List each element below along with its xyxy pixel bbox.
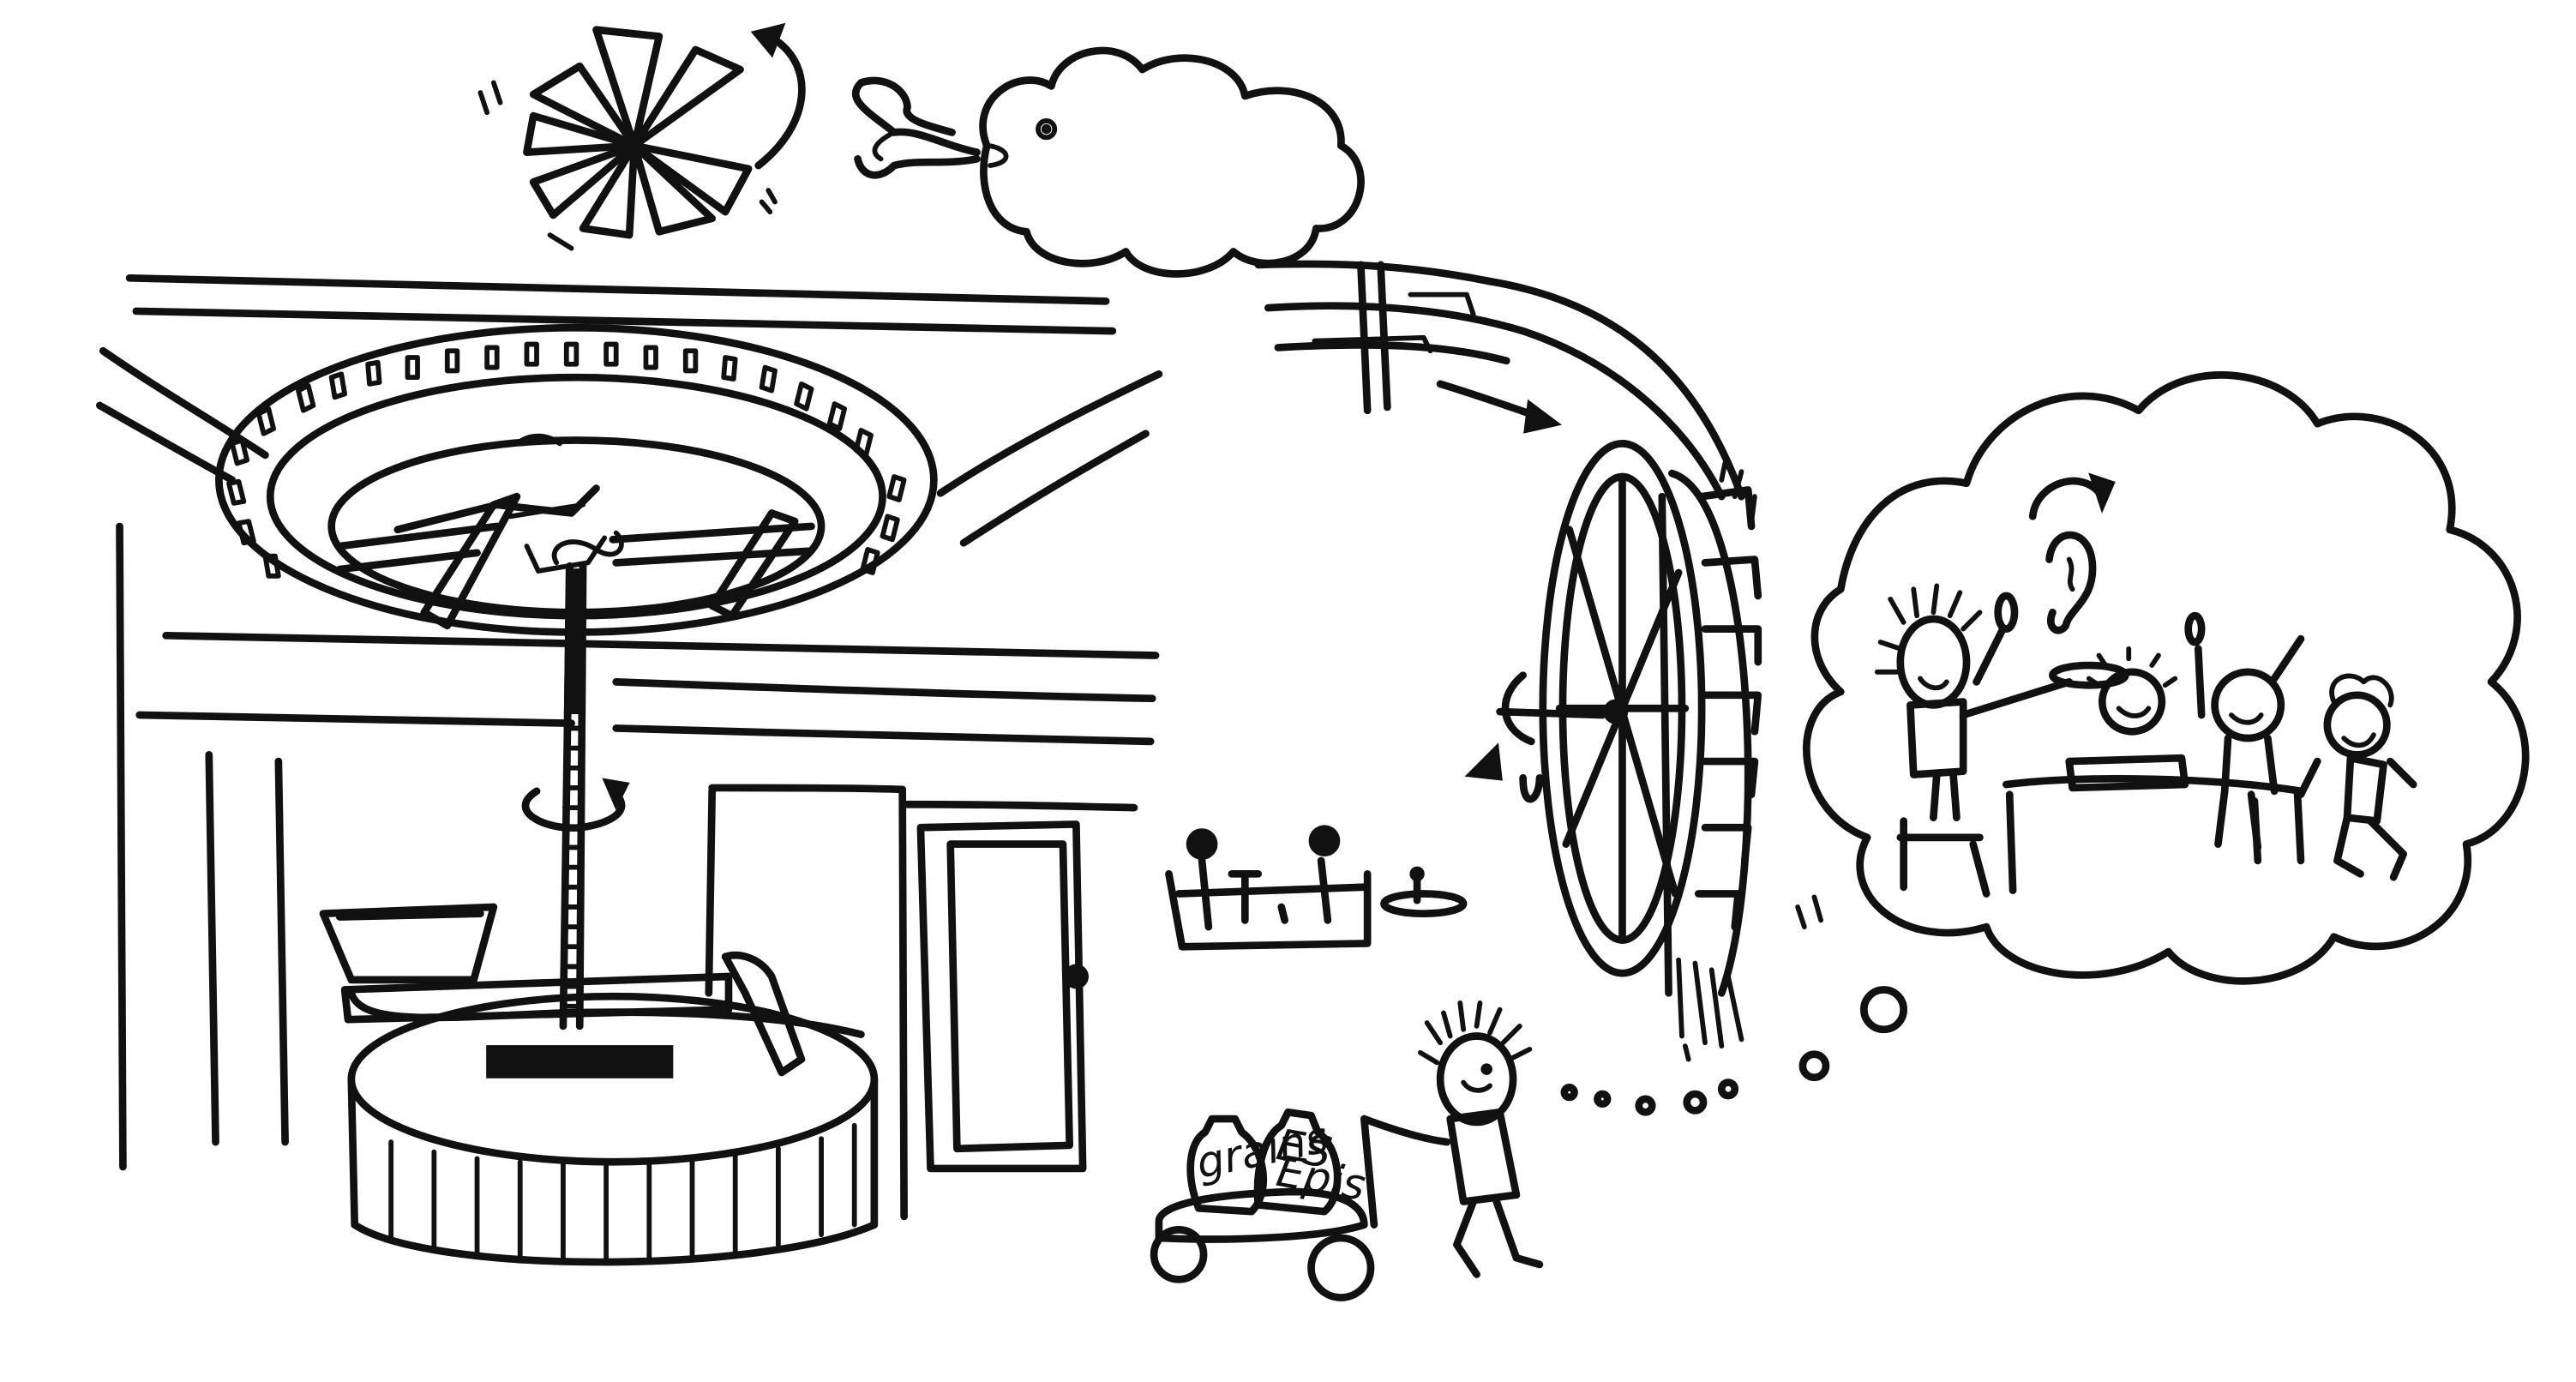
tool-tray	[1165, 825, 1468, 951]
ear-icon	[2028, 472, 2116, 634]
millstone-shaft	[551, 530, 624, 1030]
wheel-rotation-arrow-icon	[1464, 742, 1544, 803]
windmill-sails-icon	[477, 26, 778, 251]
shaft-rotation-arrow-icon	[521, 778, 630, 832]
sack-label-epis: Epis	[1273, 1145, 1369, 1211]
wind-cloud-icon	[851, 46, 1365, 278]
waterwheel	[1496, 440, 1762, 1049]
rotation-arrow-icon	[750, 22, 806, 170]
water-channel	[1254, 260, 1745, 501]
millstone	[319, 903, 879, 1266]
ceiling-gear-ring	[215, 323, 938, 636]
door	[916, 820, 1089, 1173]
person-with-wagon: grains ES Epis	[1150, 1000, 1544, 1301]
water-flow-arrow-icon	[1436, 380, 1563, 434]
thought-bubble	[1803, 371, 2530, 985]
sack-label-es: ES	[1273, 1119, 1336, 1178]
water-drops	[1560, 894, 1908, 1116]
dining-scene	[1874, 583, 2417, 898]
